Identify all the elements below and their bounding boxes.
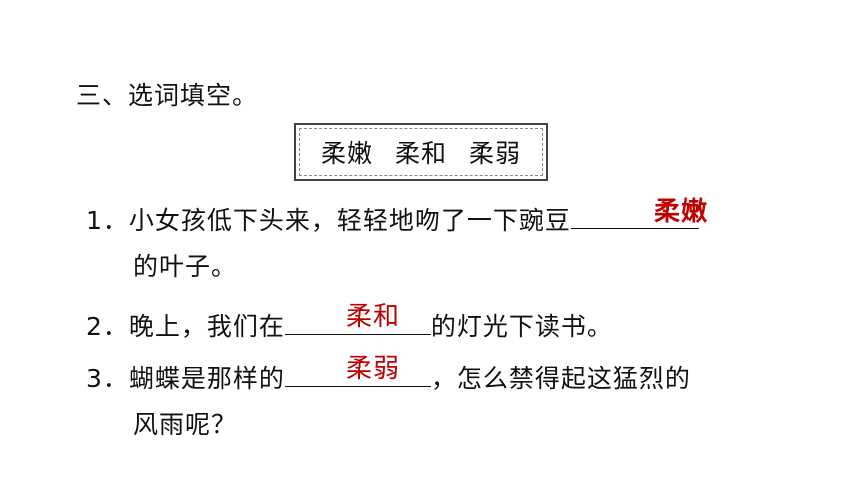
question-3-blank[interactable] <box>284 356 431 387</box>
question-2-blank[interactable] <box>284 304 431 335</box>
question-1-line-2: 的叶子。 <box>133 252 238 281</box>
question-2-text-before: 晚上，我们在 <box>128 312 285 341</box>
question-3-number: 3． <box>86 364 129 393</box>
question-3-text-before: 蝴蝶是那样的 <box>128 364 285 393</box>
section-title: 三、选词填空。 <box>76 81 259 110</box>
question-2-text-after: 的灯光下读书。 <box>430 312 613 341</box>
word-bank-inner-border <box>299 128 543 176</box>
question-1-blank[interactable] <box>570 198 699 229</box>
question-1-number: 1． <box>86 206 129 235</box>
question-2-answer: 柔和 <box>346 302 401 332</box>
word-bank-item: 柔和 <box>394 139 447 168</box>
question-2-number: 2． <box>86 312 129 341</box>
question-3-answer: 柔弱 <box>346 354 401 384</box>
word-bank-item: 柔嫩 <box>320 139 373 168</box>
question-3-line-1: 3．蝴蝶是那样的 ，怎么禁得起这猛烈的 <box>86 356 691 396</box>
question-1-line-1: 1．小女孩低下头来，轻轻地吻了一下豌豆 <box>86 198 699 238</box>
word-bank-words: 柔嫩 柔和 柔弱 <box>321 134 521 170</box>
word-bank-box: 柔嫩 柔和 柔弱 <box>294 123 548 181</box>
question-1-text: 小女孩低下头来，轻轻地吻了一下豌豆 <box>128 206 571 235</box>
question-3-line-2: 风雨呢？ <box>133 410 238 439</box>
question-2-line: 2．晚上，我们在 的灯光下读书。 <box>86 304 613 344</box>
question-3-text-after: ，怎么禁得起这猛烈的 <box>430 364 691 393</box>
word-bank-item: 柔弱 <box>469 139 522 168</box>
question-1-answer: 柔嫩 <box>654 197 709 227</box>
